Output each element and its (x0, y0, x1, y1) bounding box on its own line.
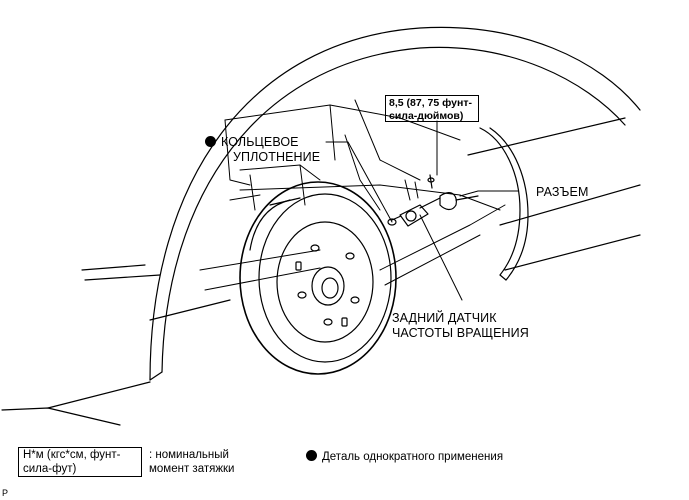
torque-unit-description: : номинальный момент затяжки (149, 449, 234, 476)
torque-spec-box: 8,5 (87, 75 фунт- сила-дюймов) (385, 95, 479, 122)
body-side-panel (1, 117, 641, 426)
torque-unit-legend-box: Н*м (кгс*см, фунт- сила-фут) (18, 447, 142, 477)
torque-spec-line-1: 8,5 (87, 75 фунт- (389, 97, 472, 109)
suspension-structure (199, 99, 506, 291)
torque-desc-line-1: : номинальный (149, 449, 229, 461)
corner-mark: P (2, 488, 9, 498)
nonreusable-legend: Деталь однократного применения (306, 450, 503, 465)
speed-sensor-label-line-1: ЗАДНИЙ ДАТЧИК (392, 311, 497, 325)
torque-spec-line-2: сила-дюймов) (389, 110, 464, 122)
o-ring-label: КОЛЬЦЕВОЕ УПЛОТНЕНИЕ (205, 135, 320, 165)
splash-shield (479, 127, 529, 281)
connector-label: РАЗЪЕМ (536, 185, 589, 199)
torque-unit-line-1: Н*м (кгс*см, фунт- (23, 449, 121, 461)
torque-desc-line-2: момент затяжки (149, 462, 235, 475)
nonreusable-dot-icon (205, 136, 216, 147)
speed-sensor (387, 174, 479, 227)
brake-drum (239, 181, 397, 375)
speed-sensor-label-line-2: ЧАСТОТЫ ВРАЩЕНИЯ (392, 326, 529, 340)
fender-arch (149, 26, 641, 381)
rear-speed-sensor-illustration (1, 26, 641, 426)
nonreusable-legend-text: Деталь однократного применения (322, 451, 504, 463)
o-ring-label-line-1: КОЛЬЦЕВОЕ (221, 135, 299, 149)
o-ring-label-line-2: УПЛОТНЕНИЕ (233, 150, 321, 164)
torque-unit-line-2: сила-фут) (23, 462, 77, 475)
leader-lines (325, 120, 519, 301)
nonreusable-legend-dot-icon (306, 450, 317, 461)
speed-sensor-label: ЗАДНИЙ ДАТЧИК ЧАСТОТЫ ВРАЩЕНИЯ (392, 311, 529, 341)
